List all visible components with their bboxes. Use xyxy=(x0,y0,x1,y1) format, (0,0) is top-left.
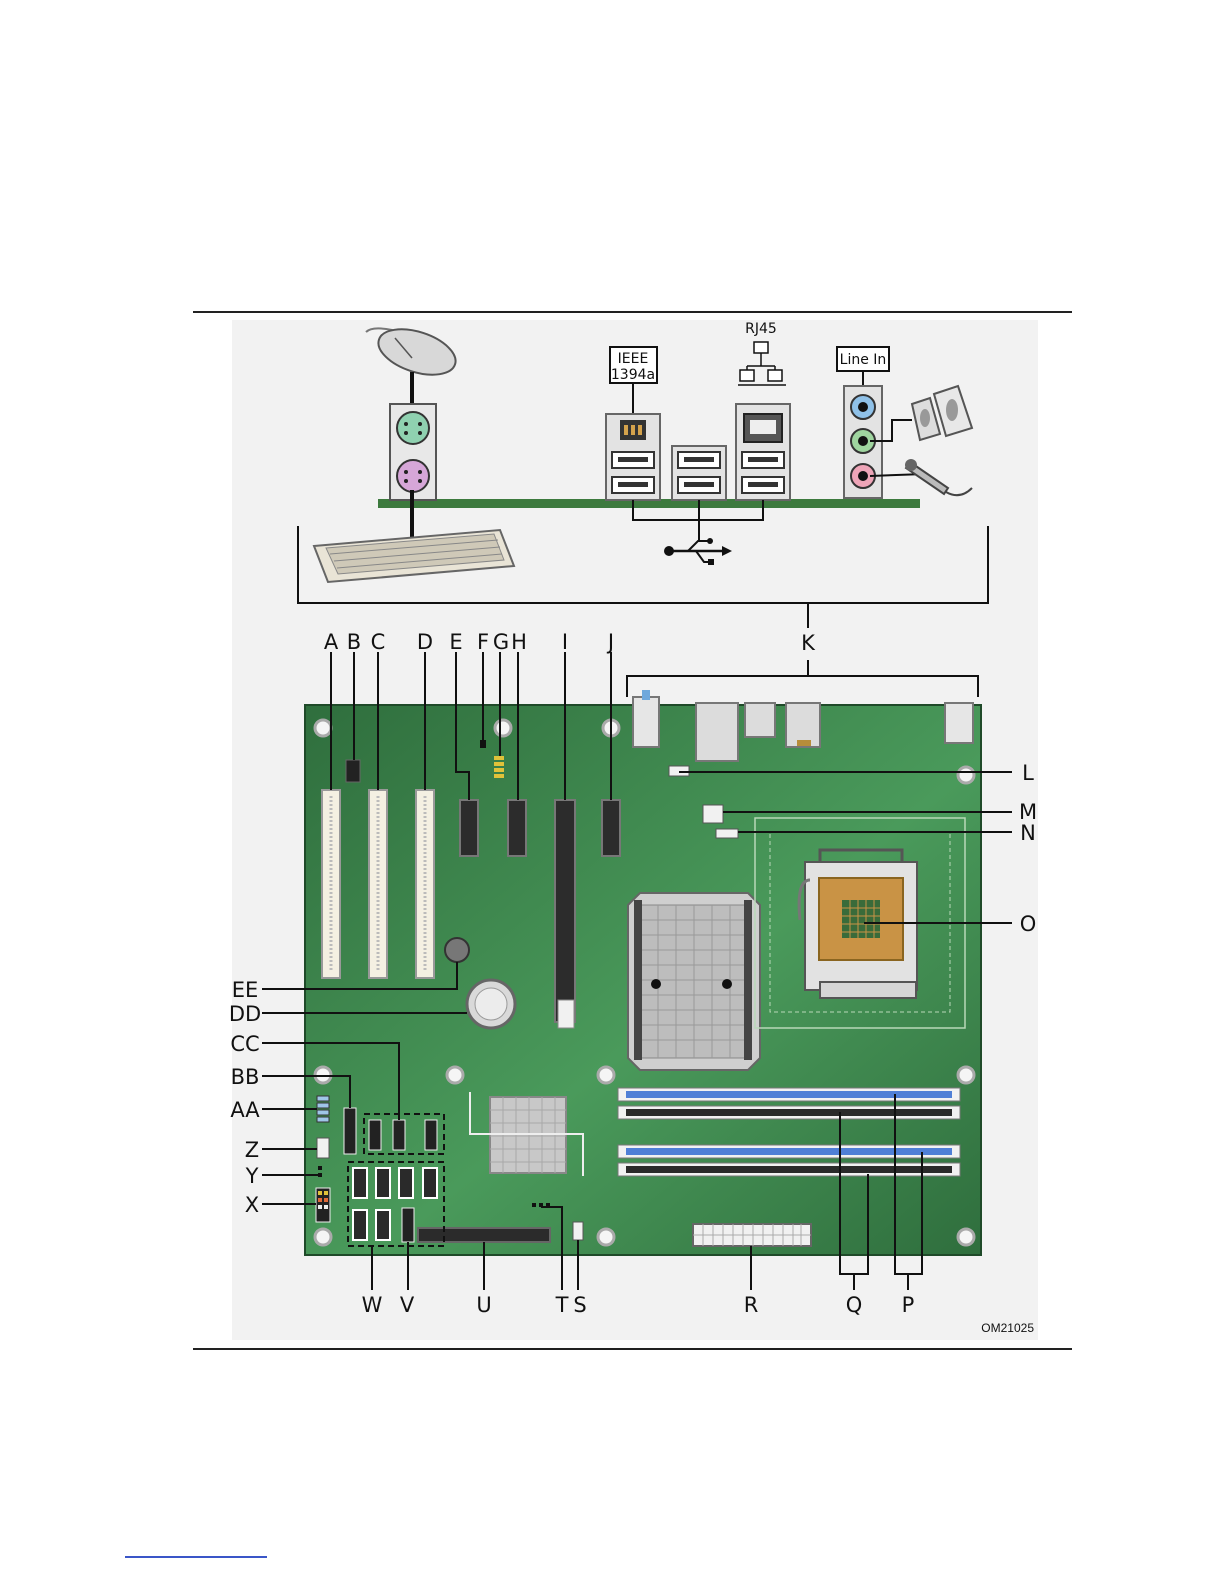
northbridge-heatsink xyxy=(628,893,760,1070)
sata-port xyxy=(376,1168,390,1198)
callout-c: C xyxy=(371,630,386,654)
ide-connector xyxy=(418,1228,550,1242)
component-b xyxy=(346,760,360,782)
callout-v: V xyxy=(400,1293,415,1317)
callout-p: P xyxy=(902,1293,915,1317)
pcie-x1-slot xyxy=(602,800,620,856)
callout-z: Z xyxy=(245,1138,259,1162)
callout-w: W xyxy=(362,1293,383,1317)
mounting-hole xyxy=(495,720,511,736)
callout-j: J xyxy=(606,630,614,654)
front-panel-header-x xyxy=(316,1188,330,1222)
line-in-label: Line In xyxy=(840,352,887,368)
ps2-keyboard-port xyxy=(397,460,429,492)
fan-header-z xyxy=(317,1138,329,1158)
mounting-hole xyxy=(598,1229,614,1245)
callout-f: F xyxy=(477,630,489,654)
pci-slots xyxy=(322,790,434,978)
callout-d: D xyxy=(417,630,433,654)
sata-port xyxy=(399,1168,413,1198)
ieee-label-line1: IEEE xyxy=(618,351,649,367)
callout-n: N xyxy=(1020,821,1036,845)
mounting-hole xyxy=(447,1067,463,1083)
pcie-x16-slot xyxy=(555,800,575,1022)
usb-ieee-stack xyxy=(606,414,660,500)
callout-u: U xyxy=(476,1293,491,1317)
jumper-f xyxy=(480,740,486,748)
callout-y: Y xyxy=(245,1164,259,1188)
callout-cc: CC xyxy=(230,1032,259,1056)
sata-port xyxy=(353,1210,367,1240)
callout-r: R xyxy=(744,1293,759,1317)
ieee-label-line2: 1394a xyxy=(611,367,655,383)
callout-aa: AA xyxy=(230,1098,260,1122)
callout-ee: EE xyxy=(232,978,259,1002)
mounting-hole xyxy=(958,1067,974,1083)
footnote-link-underline[interactable] xyxy=(125,1556,267,1558)
callout-dd: DD xyxy=(229,1002,261,1026)
component-ee xyxy=(445,938,469,962)
callout-bb: BB xyxy=(231,1065,260,1089)
ps2-ports xyxy=(390,404,436,500)
header-bb xyxy=(344,1108,356,1154)
callout-a: A xyxy=(324,630,339,654)
power-connector-m xyxy=(703,805,723,823)
callout-b: B xyxy=(347,630,361,654)
callout-i: I xyxy=(562,630,568,654)
callout-l: L xyxy=(1022,761,1034,785)
callout-g: G xyxy=(493,630,509,654)
callout-o: O xyxy=(1020,912,1037,936)
fan-header-n xyxy=(716,829,738,838)
header-v xyxy=(402,1208,414,1242)
sata-port xyxy=(423,1168,437,1198)
usb-stack-middle xyxy=(672,446,726,500)
callout-x: X xyxy=(245,1193,259,1217)
usb-headers-cc xyxy=(364,1114,444,1154)
mounting-hole xyxy=(598,1067,614,1083)
rj45-label: RJ45 xyxy=(745,321,777,337)
rj45-usb-stack xyxy=(736,404,790,500)
sata-port xyxy=(353,1168,367,1198)
ps2-mouse-port xyxy=(397,412,429,444)
mounting-hole xyxy=(315,1229,331,1245)
fan-header-s xyxy=(573,1222,583,1240)
callout-e: E xyxy=(449,630,462,654)
pcie-x1-slot xyxy=(460,800,478,856)
pcie-x1-slot xyxy=(508,800,526,856)
callout-s: S xyxy=(573,1293,586,1317)
callout-k: K xyxy=(801,631,816,655)
mounting-hole xyxy=(958,767,974,783)
sata-port xyxy=(376,1210,390,1240)
callout-q: Q xyxy=(846,1293,863,1317)
callout-t: T xyxy=(555,1293,569,1317)
figure-id: OM21025 xyxy=(981,1321,1034,1335)
mounting-hole xyxy=(315,720,331,736)
mounting-hole xyxy=(958,1229,974,1245)
callout-h: H xyxy=(511,630,527,654)
